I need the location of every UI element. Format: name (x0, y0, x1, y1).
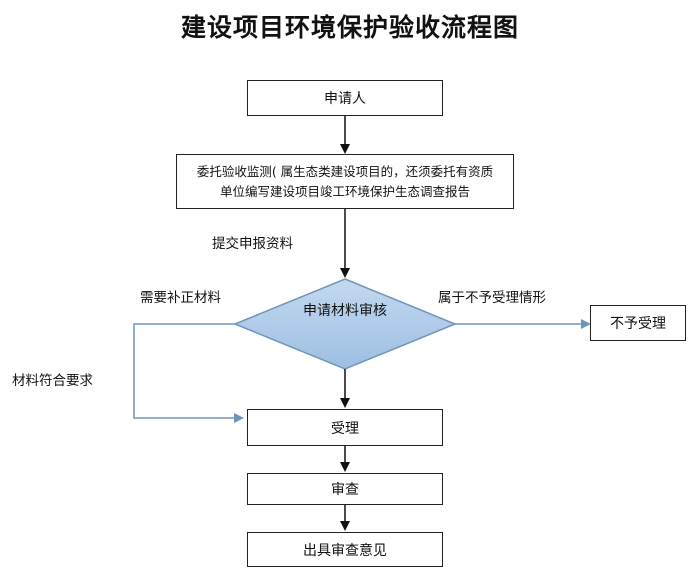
edge-label-meets-requirements: 材料符合要求 (12, 373, 93, 389)
entrust-monitoring-node: 委托验收监测( 属生态类建设项目的，还须委托有资质 单位编写建设项目竣工环境保护… (176, 154, 514, 209)
opinion-label: 出具审查意见 (303, 542, 387, 559)
reject-node: 不予受理 (590, 305, 686, 341)
review-materials-label: 申请材料审核 (303, 303, 387, 319)
entrust-line-2: 单位编写建设项目竣工环境保护生态调查报告 (219, 183, 470, 199)
edge-label-supplement: 需要补正材料 (140, 290, 221, 306)
page-title: 建设项目环境保护验收流程图 (180, 13, 519, 42)
accept-label: 受理 (331, 420, 359, 437)
applicant-node: 申请人 (247, 80, 443, 116)
opinion-node: 出具审查意见 (247, 532, 443, 567)
examine-node: 审查 (247, 473, 443, 505)
reject-label: 不予受理 (610, 316, 666, 332)
entrust-line-1: 委托验收监测( 属生态类建设项目的，还须委托有资质 (196, 163, 494, 179)
applicant-label: 申请人 (324, 91, 366, 107)
edge-label-not-accepted: 属于不予受理情形 (438, 290, 546, 306)
arrow-review-to-accept-loop (133, 323, 244, 423)
examine-label: 审查 (331, 482, 359, 498)
accept-node: 受理 (247, 409, 443, 446)
review-diamond (233, 278, 457, 370)
edge-label-submit: 提交申报资料 (212, 236, 293, 252)
